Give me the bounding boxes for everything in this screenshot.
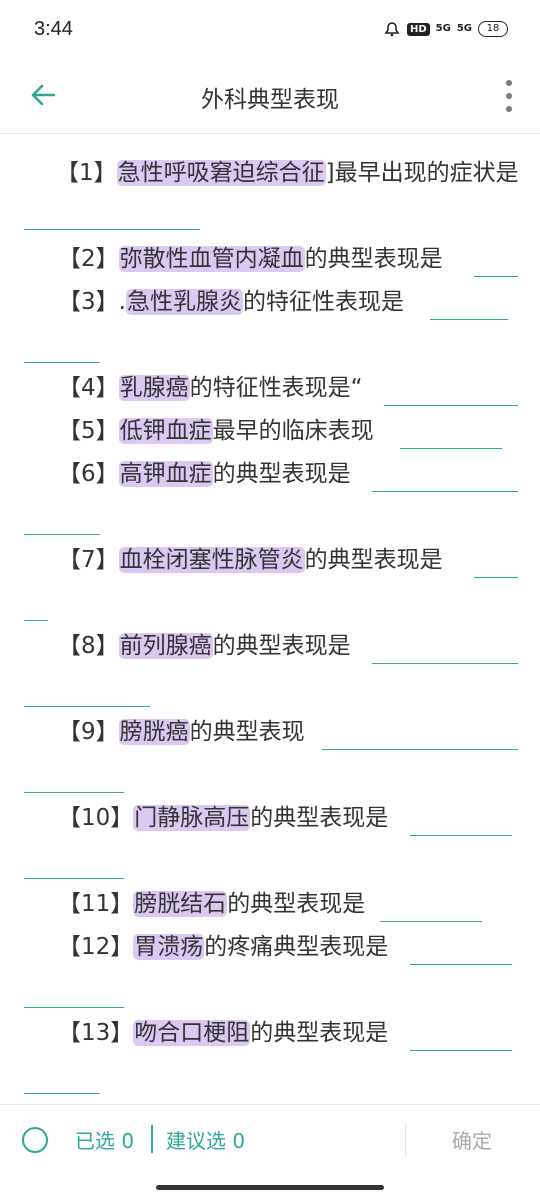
question-text: 的疼痛典型表现是 [204,934,389,960]
highlighted-term[interactable]: 急性乳腺炎 [125,289,243,315]
question-item: 【11】膀胱结石的典型表现是 [24,883,540,926]
question-number: 【3】 [58,289,119,315]
answer-blank-cont[interactable] [24,1093,100,1094]
question-number: 【13】 [58,1020,134,1046]
answer-blank-cont[interactable] [24,620,48,621]
question-item: 【4】乳腺癌的特征性表现是“ [24,367,540,410]
status-bar: 3:44 HD 5G 5G 18 [0,0,540,58]
answer-blank-cont[interactable] [24,706,150,707]
answer-blank[interactable] [384,405,518,406]
home-indicator[interactable] [156,1185,384,1190]
more-dot-icon [506,93,512,99]
question-number: 【4】 [58,375,119,401]
question-number: 【8】 [58,633,119,659]
highlighted-term[interactable]: 吻合口梗阻 [133,1020,251,1046]
answer-blank[interactable] [474,276,518,277]
question-item: 【9】膀胱癌的典型表现 [24,711,540,754]
answer-blank[interactable] [372,663,518,664]
confirm-button[interactable]: 确定 [452,1129,492,1153]
highlighted-term[interactable]: 胃溃疡 [133,934,205,960]
question-number: 【6】 [58,461,119,487]
bottom-bar: 已选 0 建议选 0 确定 [0,1104,540,1176]
hd-icon: HD [406,22,430,36]
status-time: 3:44 [34,17,73,40]
question-text: 的典型表现 [189,719,305,745]
question-item: 【3】.急性乳腺炎的特征性表现是 [24,281,540,324]
app-header: 外科典型表现 [0,58,540,134]
answer-blank-cont[interactable] [24,1007,124,1008]
question-item: 【10】门静脉高压的典型表现是 [24,797,540,840]
question-prefix: . [118,289,126,315]
question-number: 【7】 [58,547,119,573]
highlighted-term[interactable]: 高钾血症 [118,461,213,487]
answer-blank[interactable] [410,835,512,836]
question-number: 【11】 [58,891,134,917]
answer-blank[interactable] [430,319,508,320]
question-text: 的典型表现是 [304,246,443,272]
question-text: 的典型表现是 [212,633,351,659]
more-dot-icon [506,80,512,86]
select-all-radio[interactable] [22,1127,48,1153]
suggested-count: 建议选 0 [166,1129,246,1153]
question-list: 【1】急性呼吸窘迫综合征]最早出现的症状是 【2】弥散性血管内凝血的典型表现是 … [0,134,540,1104]
question-text: 的特征性表现是 [242,289,404,315]
answer-blank-cont[interactable] [24,792,124,793]
question-item: 【13】吻合口梗阻的典型表现是 [24,1012,540,1055]
question-text: 的特征性表现是“ [189,375,363,401]
divider [405,1123,406,1157]
question-text: 的典型表现是 [212,461,351,487]
question-item: 【5】低钾血症最早的临床表现 [24,410,540,453]
answer-blank-cont[interactable] [24,362,100,363]
question-item: 【1】急性呼吸窘迫综合征]最早出现的症状是 [24,152,520,238]
answer-blank[interactable] [322,749,518,750]
question-item: 【8】前列腺癌的典型表现是 [24,625,540,668]
page-title: 外科典型表现 [201,87,339,113]
answer-blank[interactable] [372,491,518,492]
question-text: 最早的临床表现 [212,418,374,444]
answer-blank[interactable] [400,448,502,449]
highlighted-term[interactable]: 膀胱结石 [133,891,228,917]
alarm-icon [383,21,401,37]
answer-blank-cont[interactable] [24,878,124,879]
answer-blank[interactable] [380,921,482,922]
battery-icon: 18 [478,21,508,37]
question-text: 的典型表现是 [304,547,443,573]
selected-count: 已选 0 [75,1129,135,1153]
question-item: 【2】弥散性血管内凝血的典型表现是 [24,238,540,281]
highlighted-term[interactable]: 急性呼吸窘迫综合征 [116,160,326,186]
question-number: 【1】 [56,160,117,186]
answer-blank-cont[interactable] [24,534,100,535]
question-text: ]最早出现的症状是 [325,160,519,186]
answer-blank[interactable] [24,199,200,230]
question-item: 【12】胃溃疡的疼痛典型表现是 [24,926,540,969]
more-menu-button[interactable] [504,80,514,112]
back-button[interactable] [28,80,58,110]
highlighted-term[interactable]: 低钾血症 [118,418,213,444]
status-icons: HD 5G 5G 18 [383,21,508,37]
signal-icon-2: 5G [456,23,472,34]
more-dot-icon [506,106,512,112]
question-number: 【2】 [58,246,119,272]
answer-blank[interactable] [410,1050,512,1051]
arrow-left-icon [31,84,56,106]
highlighted-term[interactable]: 乳腺癌 [118,375,190,401]
signal-icon-1: 5G [435,23,451,34]
highlighted-term[interactable]: 前列腺癌 [118,633,213,659]
highlighted-term[interactable]: 膀胱癌 [118,719,190,745]
question-text: 的典型表现是 [250,1020,389,1046]
highlighted-term[interactable]: 血栓闭塞性脉管炎 [118,547,305,573]
question-text: 的典型表现是 [227,891,366,917]
question-number: 【10】 [58,805,134,831]
question-number: 【5】 [58,418,119,444]
answer-blank[interactable] [410,964,512,965]
question-item: 【7】血栓闭塞性脉管炎的典型表现是 [24,539,540,582]
highlighted-term[interactable]: 弥散性血管内凝血 [118,246,305,272]
question-item: 【6】高钾血症的典型表现是 [24,453,540,496]
question-number: 【12】 [58,934,134,960]
answer-blank[interactable] [474,577,518,578]
divider [151,1125,153,1153]
question-number: 【9】 [58,719,119,745]
question-text: 的典型表现是 [250,805,389,831]
highlighted-term[interactable]: 门静脉高压 [133,805,251,831]
